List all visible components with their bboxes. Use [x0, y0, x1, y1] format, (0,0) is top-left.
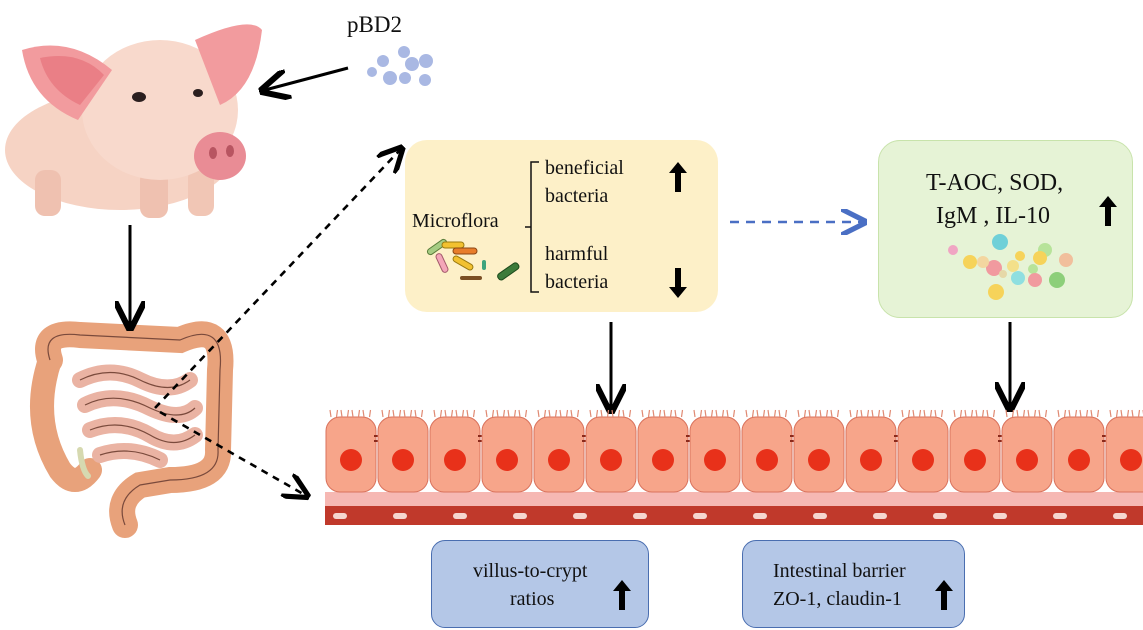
harmful-line1: harmful	[545, 243, 609, 265]
bracket-line	[525, 161, 539, 293]
intestine-icon	[30, 321, 234, 538]
villus-line2: ratios	[510, 588, 555, 610]
barrier-box	[742, 540, 965, 628]
pig-icon	[5, 24, 262, 218]
peptide-dots-icon	[367, 46, 433, 86]
cytokine-dots-icon	[948, 234, 1073, 300]
arrow-down-icon	[669, 268, 687, 298]
arrow-peptide-to-pig	[265, 66, 349, 90]
bacteria-icon	[426, 238, 520, 281]
villus-box	[431, 540, 649, 628]
peptide-label: pBD2	[347, 12, 402, 37]
arrow-up-icon	[935, 580, 953, 610]
barrier-line1: Intestinal barrier	[773, 560, 906, 582]
arrow-up-icon	[669, 162, 687, 192]
villus-line1: villus-to-crypt	[473, 560, 588, 582]
epithelium-icon	[325, 409, 1143, 525]
antioxidant-line2: IgM , IL-10	[936, 203, 1050, 229]
beneficial-line2: bacteria	[545, 185, 609, 207]
arrow-intestine-to-microflora	[154, 150, 400, 409]
arrow-up-icon	[613, 580, 631, 610]
barrier-line2: ZO-1, claudin-1	[773, 588, 902, 610]
harmful-line2: bacteria	[545, 271, 609, 293]
antioxidant-box	[878, 140, 1133, 318]
arrow-intestine-to-epithelium	[159, 410, 305, 495]
antioxidant-line1: T-AOC, SOD,	[926, 170, 1064, 196]
microflora-box	[405, 140, 718, 312]
arrow-up-icon	[1099, 196, 1117, 226]
beneficial-line1: beneficial	[545, 157, 624, 179]
microflora-label: Microflora	[412, 210, 499, 232]
